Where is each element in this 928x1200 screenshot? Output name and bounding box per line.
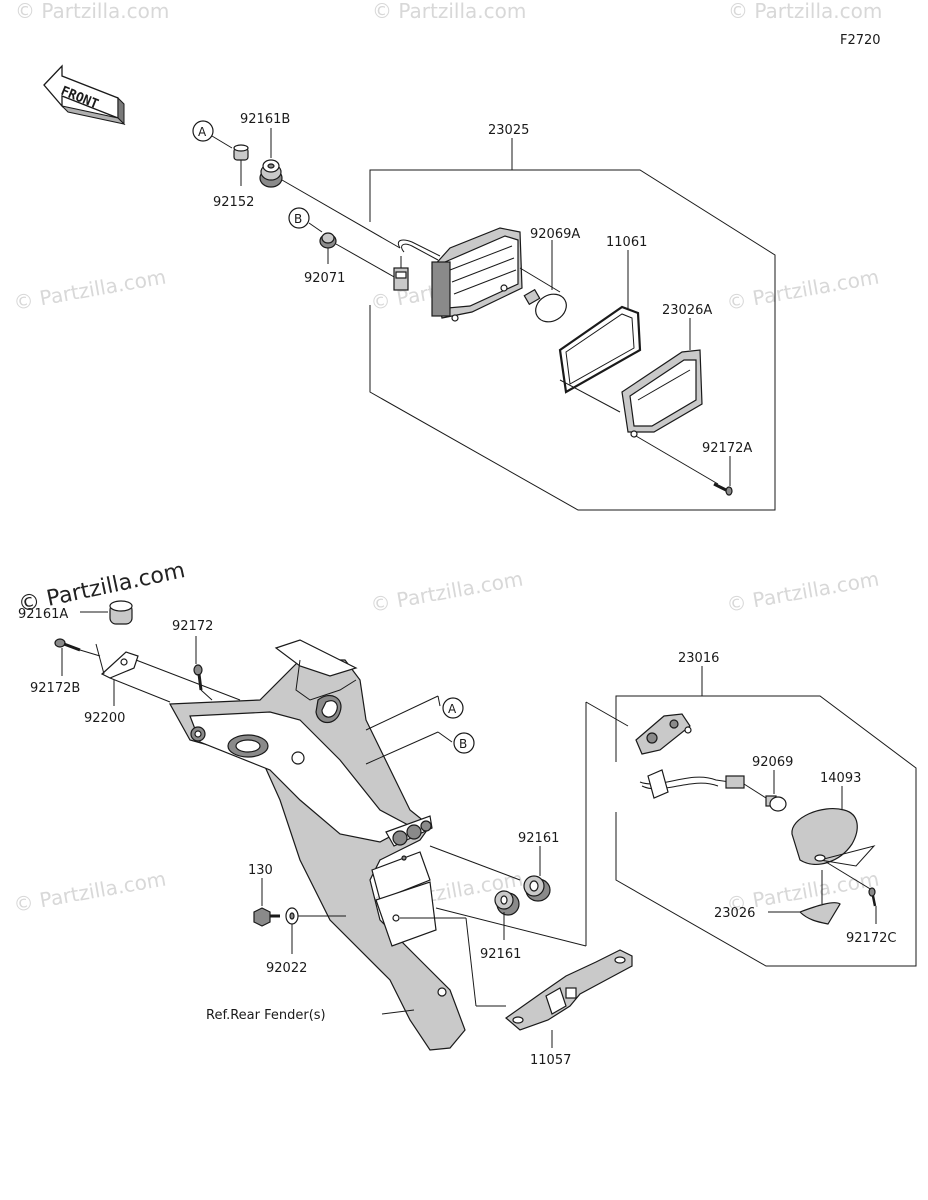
watermark: © Partzilla.com	[12, 866, 168, 916]
callout-b-lower	[453, 732, 475, 754]
watermark: © Partzilla.com	[728, 0, 882, 23]
label-92172: 92172	[172, 619, 213, 634]
label-14093: 14093	[820, 771, 861, 786]
callout-b	[288, 207, 310, 229]
ref-rear-fender: Ref.Rear Fender(s)	[206, 1008, 326, 1023]
label-92161-lower: 92161	[480, 947, 521, 962]
gasket-11061	[558, 305, 642, 394]
screw-92172c	[868, 887, 877, 907]
lens-23026	[798, 902, 841, 925]
label-23026: 23026	[714, 906, 755, 921]
watermark: © Partzilla.com	[369, 566, 525, 616]
front-arrow-icon: FRONT	[43, 64, 126, 126]
grommet-92161-lower	[494, 890, 520, 916]
screw-92172a	[713, 482, 733, 496]
label-92172b: 92172B	[30, 681, 80, 696]
watermark: © Partzilla.com	[725, 566, 881, 616]
rear-fender	[169, 639, 466, 1051]
grommet-92071	[319, 232, 337, 249]
bolt-92172b	[54, 638, 81, 652]
grommet-92161b	[259, 159, 283, 188]
label-92161a: 92161A	[18, 607, 68, 622]
license-light-assembly: 23016 92069 14093	[615, 651, 917, 967]
collar-92152	[233, 144, 249, 161]
watermark: © Partzilla.com	[372, 0, 526, 23]
label-92200: 92200	[84, 711, 125, 726]
bolt-92172	[193, 664, 203, 691]
label-11061: 11061	[606, 235, 647, 250]
lens-23026a	[621, 349, 703, 438]
label-92172c: 92172C	[846, 931, 896, 946]
label-92152: 92152	[213, 195, 254, 210]
callout-a-lower-label: A	[448, 702, 457, 716]
bolt-130	[253, 907, 280, 927]
bulb-92069a	[523, 288, 567, 323]
tail-light-assembly: 23025 A B 92152 92161B 92071	[192, 112, 776, 511]
callout-a	[192, 120, 214, 142]
callout-a-lower	[442, 697, 464, 719]
label-92069a: 92069A	[530, 227, 580, 242]
bulb-92069	[765, 795, 787, 812]
label-130: 130	[248, 863, 273, 878]
connector-plug	[393, 267, 409, 291]
tail-light-housing	[431, 227, 523, 322]
collar-92161a	[109, 600, 133, 625]
callout-a-label: A	[198, 125, 207, 139]
label-92161-upper: 92161	[518, 831, 559, 846]
grommet-92161-upper	[523, 875, 551, 902]
label-23026a: 23026A	[662, 303, 712, 318]
watermark: © Partzilla.com	[15, 0, 169, 23]
watermark: © Partzilla.com	[725, 264, 881, 314]
license-light-housing	[635, 713, 745, 799]
label-23025: 23025	[488, 123, 529, 138]
washer-92022	[285, 907, 299, 925]
label-92022: 92022	[266, 961, 307, 976]
label-92071: 92071	[304, 271, 345, 286]
watermark: © Partzilla.com	[12, 264, 168, 314]
bracket-11057	[505, 949, 633, 1031]
callout-b-label: B	[294, 212, 302, 226]
label-11057: 11057	[530, 1053, 571, 1068]
callout-b-lower-label: B	[459, 737, 467, 751]
figure-code: F2720	[840, 33, 881, 48]
label-92172a: 92172A	[702, 441, 752, 456]
label-92069: 92069	[752, 755, 793, 770]
plate-92200	[100, 651, 139, 679]
rear-fender-section: 92161A 92172B 92200 92172	[18, 600, 633, 1068]
label-23016: 23016	[678, 651, 719, 666]
watermarks: © Partzilla.com © Partzilla.com © Partzi…	[12, 0, 883, 917]
label-92161b: 92161B	[240, 112, 290, 127]
cover-14093	[791, 808, 876, 867]
